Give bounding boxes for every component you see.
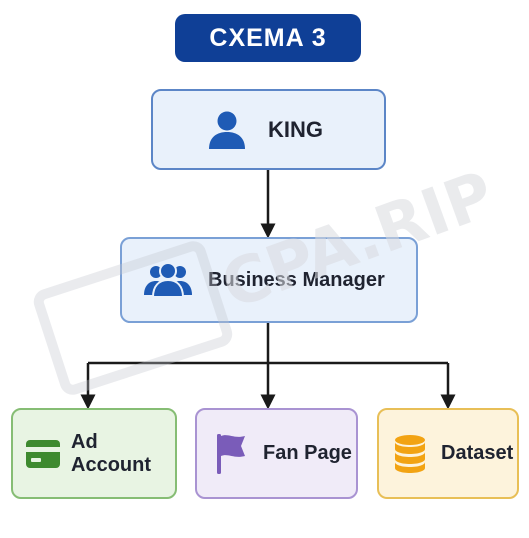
credit-card-icon [25, 438, 61, 470]
users-group-icon [144, 262, 192, 298]
flag-icon [215, 433, 247, 475]
user-icon [208, 110, 246, 150]
node-business-manager: Business Manager [120, 237, 418, 323]
node-dataset-label: Dataset [441, 442, 514, 464]
node-ad-account-label: Ad Account [71, 430, 151, 476]
node-business-manager-label: Business Manager [208, 268, 385, 291]
node-ad-account: Ad Account [11, 408, 177, 499]
node-fan-page: Fan Page [195, 408, 358, 499]
node-dataset: Dataset [377, 408, 519, 499]
node-king: KING [151, 89, 386, 170]
node-fan-page-label: Fan Page [263, 442, 352, 464]
node-king-label: KING [268, 116, 323, 142]
diagram-title: CXEMA 3 [175, 14, 361, 62]
database-icon [393, 434, 427, 474]
